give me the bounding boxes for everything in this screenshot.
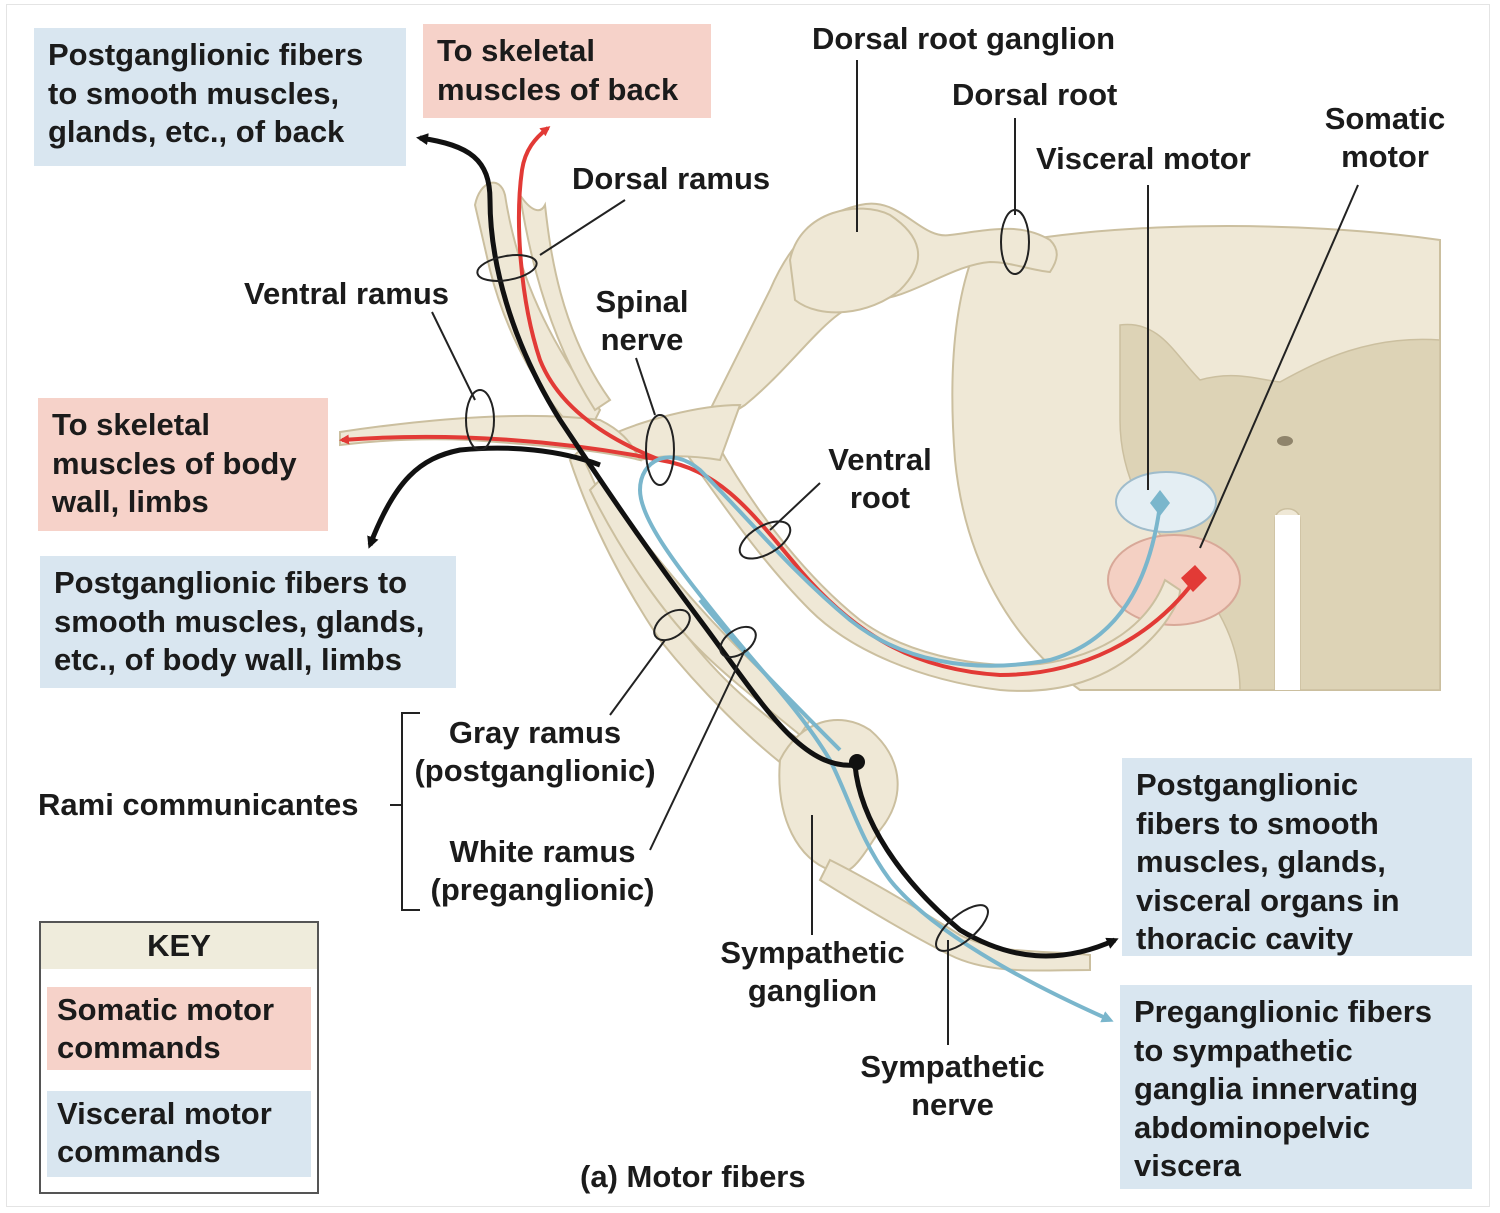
label-rami-communicantes: Rami communicantes bbox=[38, 787, 359, 822]
label-gray-ramus: Gray ramus (postganglionic) bbox=[414, 715, 656, 788]
spinal-nerve-trunk bbox=[597, 403, 742, 462]
visceral-path-to-ganglion bbox=[698, 598, 842, 752]
somatic-motor-paths bbox=[339, 126, 1197, 678]
sympathetic-ganglion bbox=[778, 719, 899, 874]
box-postganglionic-back: Postganglionic fibers to smooth muscles,… bbox=[34, 28, 406, 166]
somatic-motor-nucleus bbox=[1107, 534, 1241, 626]
spinal-cord bbox=[951, 225, 1441, 691]
postganglionic-back bbox=[416, 133, 856, 768]
visceral-preganglionic-path bbox=[637, 455, 1162, 1023]
leader-lines bbox=[390, 60, 1359, 1045]
postganglionic-body-wall bbox=[367, 445, 601, 549]
somatic-path-back bbox=[517, 126, 661, 462]
central-canal bbox=[1275, 515, 1300, 690]
box-postganglionic-thoracic: Postganglionic fibers to smooth muscles,… bbox=[1122, 758, 1472, 956]
postganglionic-paths bbox=[367, 133, 1119, 959]
box-preganglionic-abdominopelvic: Preganglionic fibers to sympathetic gang… bbox=[1120, 985, 1472, 1189]
somatic-neuron-body bbox=[1181, 565, 1207, 592]
label-somatic-motor: Somatic motor bbox=[1324, 101, 1446, 174]
dorsal-ramus-trunk bbox=[473, 181, 602, 442]
key-legend: KEY Somatic motor commands Visceral moto… bbox=[39, 921, 319, 1194]
somatic-path-body-wall bbox=[339, 434, 1197, 678]
dorsal-ramus-branch bbox=[519, 194, 612, 412]
dorsal-root-ganglion bbox=[788, 207, 919, 314]
key-somatic-motor-commands: Somatic motor commands bbox=[47, 987, 311, 1070]
label-visceral-motor: Visceral motor bbox=[1036, 141, 1251, 176]
box-skeletal-body-wall: To skeletal muscles of body wall, limbs bbox=[38, 398, 328, 531]
label-dorsal-ramus: Dorsal ramus bbox=[572, 161, 771, 196]
central-canal-dot bbox=[1277, 436, 1293, 446]
label-ventral-ramus: Ventral ramus bbox=[244, 276, 450, 311]
label-dorsal-root-ganglion: Dorsal root ganglion bbox=[812, 21, 1116, 56]
visceral-motor-paths bbox=[637, 455, 1162, 1023]
label-sympathetic-ganglion: Sympathetic ganglion bbox=[720, 935, 905, 1008]
label-sympathetic-nerve: Sympathetic nerve bbox=[860, 1049, 1045, 1122]
label-dorsal-root: Dorsal root bbox=[952, 77, 1118, 112]
label-ventral-root: Ventral root bbox=[828, 442, 932, 515]
figure-caption: (a) Motor fibers bbox=[580, 1159, 806, 1194]
key-visceral-motor-commands: Visceral motor commands bbox=[47, 1091, 311, 1177]
ganglion-synapse bbox=[849, 754, 865, 770]
label-white-ramus: White ramus (preganglionic) bbox=[430, 834, 655, 907]
box-postganglionic-body-wall: Postganglionic fibers to smooth muscles,… bbox=[40, 556, 456, 688]
postganglionic-thoracic bbox=[852, 764, 1119, 959]
key-title: KEY bbox=[41, 923, 317, 969]
label-spinal-nerve: Spinal nerve bbox=[595, 284, 689, 357]
box-skeletal-back: To skeletal muscles of back bbox=[423, 24, 711, 118]
visceral-neuron-body bbox=[1150, 490, 1170, 516]
figure-frame bbox=[6, 4, 1490, 1207]
